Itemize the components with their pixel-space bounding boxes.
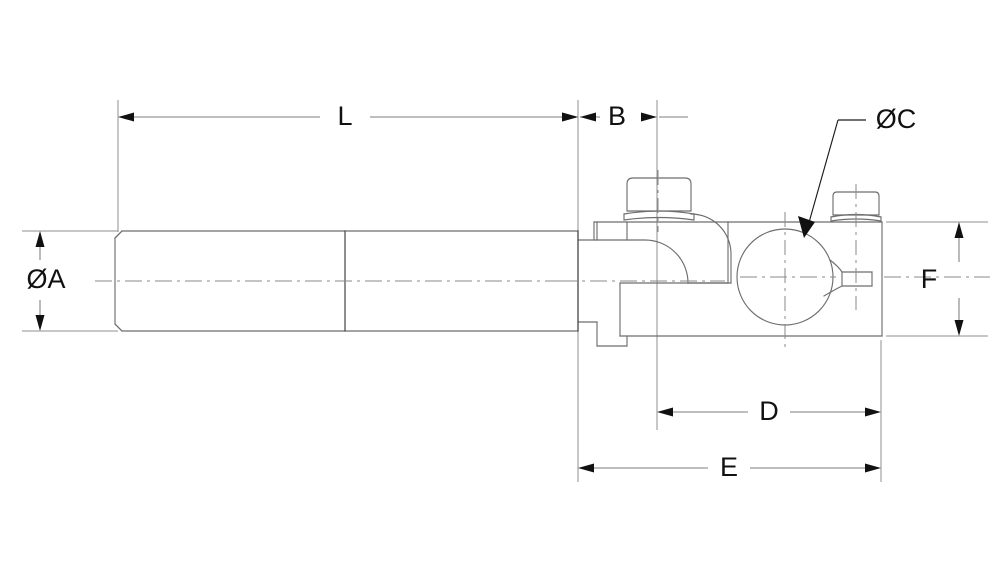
dim-D-label: D	[759, 396, 779, 426]
dim-E-label: E	[720, 452, 738, 482]
left-bolt-head-outline	[626, 177, 692, 212]
left-bolt-washer-body	[623, 213, 695, 221]
dimension-OA: ØA	[26, 231, 66, 331]
dimension-E: E	[578, 452, 881, 482]
dimension-B: B	[548, 101, 688, 131]
dim-E-arrow-left	[578, 463, 594, 473]
dim-F-label: F	[921, 264, 938, 294]
dim-OC-label: ØC	[876, 104, 917, 134]
right-bolt-head-outline	[832, 191, 880, 216]
clamp-slot-upper	[829, 259, 873, 273]
dim-OC-leader-diagonal	[807, 119, 839, 227]
centerlines	[95, 276, 990, 282]
dim-L-label: L	[337, 101, 352, 131]
dim-B-arrow-left-inner	[580, 112, 596, 122]
dim-B-arrow-right-inner	[641, 112, 657, 122]
left-clamp-inner-fillet	[596, 239, 689, 284]
dim-F-arrow-bottom	[954, 320, 964, 336]
dim-B-label: B	[608, 101, 626, 131]
left-bolt-group	[623, 170, 695, 232]
dimension-OC: ØC	[798, 104, 916, 238]
dim-OC-arrowhead	[798, 216, 815, 238]
extension-lines	[22, 100, 988, 482]
dim-E-arrow-right	[865, 463, 881, 473]
dim-L-arrow-left	[118, 112, 134, 122]
dim-B-arrow-left-outer	[562, 112, 578, 122]
dimension-D: D	[657, 396, 881, 426]
left-clamp-body-group	[593, 213, 883, 337]
shaft-chamfer-top	[114, 230, 123, 239]
left-clamp-outer-fillet	[690, 213, 732, 284]
dim-D-arrow-left	[657, 407, 673, 417]
dim-OA-arrow-bottom	[35, 315, 45, 331]
dim-OA-arrow-top	[35, 231, 45, 247]
dim-OA-label: ØA	[26, 264, 65, 294]
right-bolt-group	[830, 184, 882, 310]
left-bolt-washer-top	[623, 210, 695, 215]
dim-D-arrow-right	[865, 407, 881, 417]
dimension-L: L	[118, 101, 578, 131]
dim-F-arrow-top	[954, 222, 964, 238]
dimension-F: F	[921, 222, 964, 336]
shaft-chamfer-bottom	[114, 323, 123, 332]
